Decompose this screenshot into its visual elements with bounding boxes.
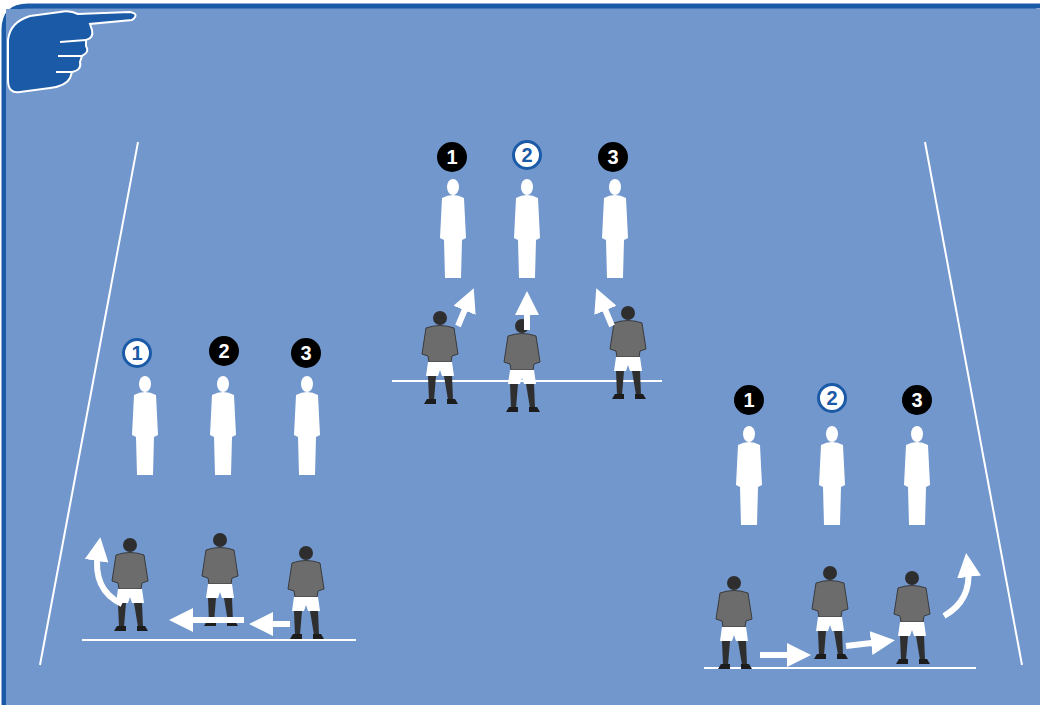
callout-circle: 2	[512, 140, 542, 170]
callout-circle: 1	[122, 338, 152, 368]
callout-number: 3	[300, 343, 311, 363]
callout-number: 3	[911, 390, 922, 410]
callout-circle: 3	[291, 338, 321, 368]
callout-number: 1	[743, 390, 754, 410]
pointing-hand	[8, 11, 136, 92]
movement-arrows	[97, 302, 969, 655]
callout-circle: 3	[902, 385, 932, 415]
callout-number: 2	[826, 388, 837, 408]
callout-number: 1	[446, 147, 457, 167]
callout-circle: 2	[817, 383, 847, 413]
callout-circle: 1	[437, 142, 467, 172]
callout-circle: 2	[209, 336, 239, 366]
callout-number: 2	[521, 145, 532, 165]
callout-circle: 3	[598, 142, 628, 172]
touch-line	[925, 142, 1022, 665]
callout-circle: 1	[734, 385, 764, 415]
callout-number: 3	[607, 147, 618, 167]
callout-number: 2	[218, 341, 229, 361]
mannequins	[132, 179, 930, 525]
players	[112, 306, 930, 669]
callout-number: 1	[131, 343, 142, 363]
